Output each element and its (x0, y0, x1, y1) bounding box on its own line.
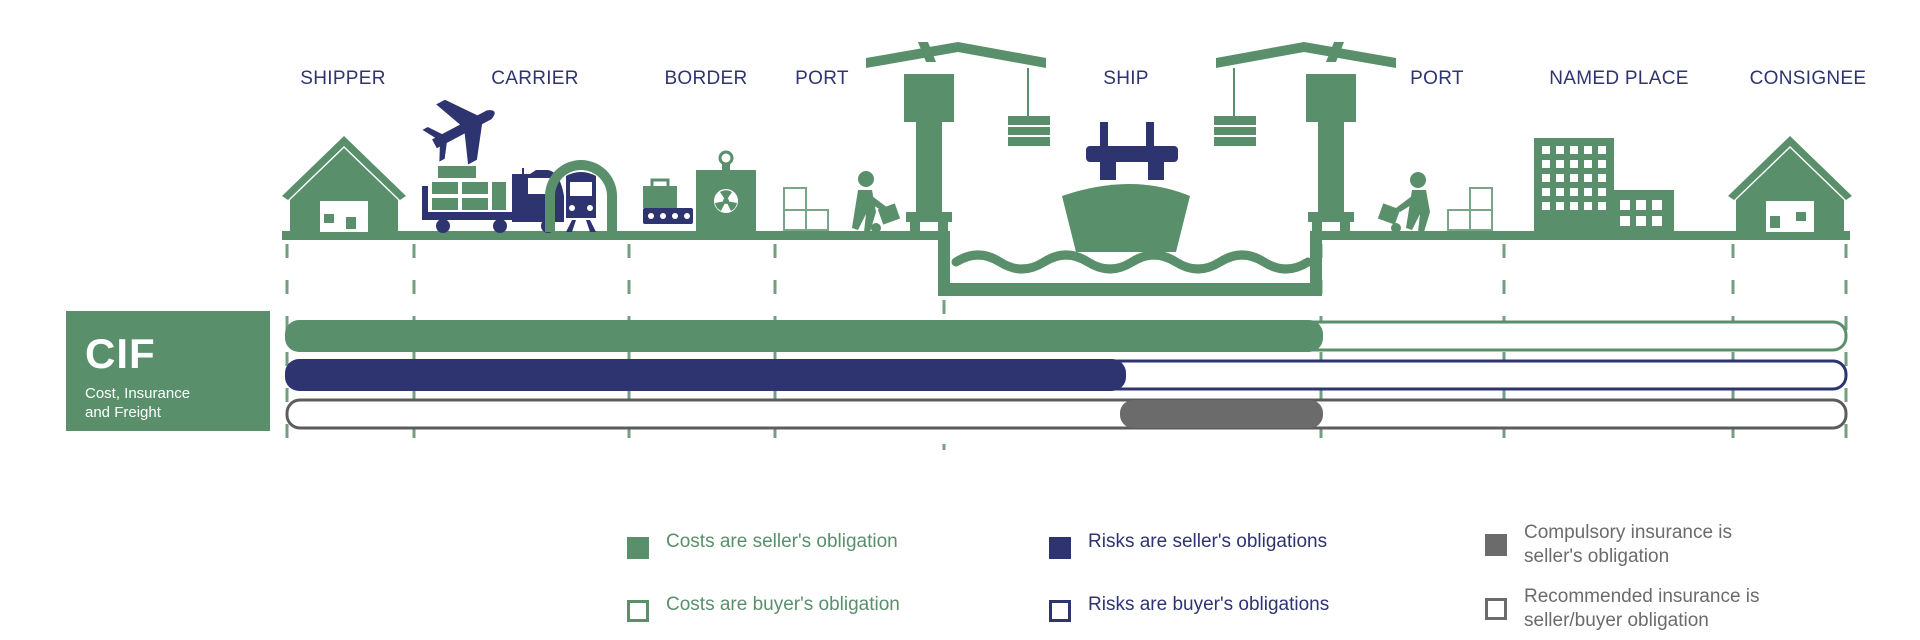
term-code: CIF (85, 330, 156, 377)
warehouse-icon (1728, 136, 1852, 232)
cargo-crates-icon (1447, 187, 1493, 231)
porter-icon (1377, 172, 1430, 233)
risks-bar (285, 359, 1848, 391)
warehouse-icon (282, 136, 406, 232)
stage-label-border: BORDER (664, 68, 748, 89)
customs-scanner-icon (643, 150, 756, 232)
legend-swatch (1049, 537, 1071, 559)
waves-icon (951, 250, 1313, 274)
legend-item-insurance-recommended: Recommended insurance is seller/buyer ob… (1485, 585, 1794, 633)
legend-swatch (627, 600, 649, 622)
legend-label: Risks are buyer's obligations (1088, 594, 1330, 615)
stage-label-origin-port: PORT (795, 68, 849, 89)
legend-label: Costs are seller's obligation (666, 531, 898, 552)
stage-label-shipper: SHIPPER (300, 68, 386, 89)
office-building-icon (1534, 138, 1674, 232)
legend-swatch (627, 537, 649, 559)
legend-item-risks-seller: Risks are seller's obligations (1049, 530, 1348, 559)
crane-icon (1214, 42, 1396, 232)
legend-item-costs-seller: Costs are seller's obligation (627, 530, 926, 559)
ship-icon (1062, 122, 1190, 252)
ground (282, 231, 1850, 296)
legend-label: Recommended insurance is seller/buyer ob… (1524, 586, 1760, 631)
stage-label-consignee: CONSIGNEE (1749, 68, 1867, 89)
legend-label: Costs are buyer's obligation (666, 594, 900, 615)
airplane-icon (422, 99, 495, 165)
legend-swatch (1485, 534, 1507, 556)
stage-label-carrier: CARRIER (491, 68, 579, 89)
legend-item-costs-buyer: Costs are buyer's obligation (627, 593, 926, 622)
costs-bar (285, 320, 1848, 352)
porter-icon (852, 171, 901, 233)
legend-item-risks-buyer: Risks are buyer's obligations (1049, 593, 1348, 622)
truck-icon (422, 166, 564, 233)
legend-swatch (1049, 600, 1071, 622)
insurance-bar (285, 398, 1848, 430)
legend-label: Compulsory insurance is seller's obligat… (1524, 522, 1733, 567)
term-badge: CIF Cost, Insurance and Freight (66, 311, 270, 431)
cargo-crates-icon (783, 187, 829, 231)
stage-label-destination-port: PORT (1410, 68, 1464, 89)
legend-item-insurance-compulsory: Compulsory insurance is seller's obligat… (1485, 521, 1794, 569)
legend-label: Risks are seller's obligations (1088, 531, 1328, 552)
stage-label-named-place: NAMED PLACE (1549, 68, 1689, 89)
term-name: Cost, Insurance and Freight (85, 385, 191, 421)
legend-swatch (1485, 598, 1507, 620)
crane-icon (866, 42, 1050, 232)
train-icon (545, 160, 617, 232)
stage-label-ship: SHIP (1103, 68, 1149, 89)
